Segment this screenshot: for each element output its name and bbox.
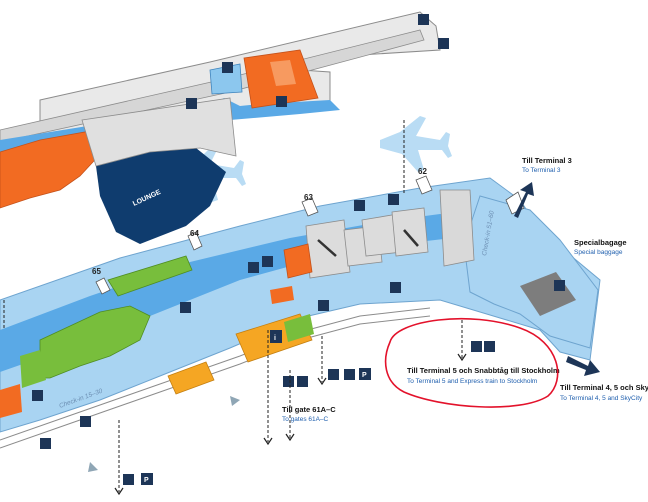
destination-gates-61: Till gate 61A–C To gates 61A–C bbox=[282, 405, 336, 423]
parking-icon: P bbox=[141, 473, 153, 485]
gate-65-label: 65 bbox=[92, 267, 101, 276]
toilet-icon bbox=[40, 438, 51, 449]
lounge-zone: LOUNGE bbox=[96, 148, 226, 244]
elevator-icon bbox=[390, 282, 401, 293]
svg-text:Till gate 61A–C: Till gate 61A–C bbox=[282, 405, 336, 414]
svg-text:P: P bbox=[144, 477, 149, 484]
upper-orange-zone-left bbox=[0, 129, 105, 209]
lower-left-orange bbox=[0, 384, 22, 418]
train-icon bbox=[471, 341, 482, 352]
gate-62-label: 62 bbox=[418, 167, 427, 176]
parking-icon: P bbox=[359, 368, 371, 380]
elevator-icon bbox=[484, 341, 495, 352]
toilet-icon bbox=[388, 194, 399, 205]
upper-orange-zone-right bbox=[243, 49, 319, 109]
elevator-icon bbox=[418, 14, 429, 25]
svg-text:Special baggage: Special baggage bbox=[574, 249, 623, 256]
svg-text:P: P bbox=[362, 372, 367, 379]
down-arrow-icon bbox=[114, 353, 467, 496]
green-zone-small bbox=[107, 255, 193, 297]
destination-special-baggage: Specialbagage Special baggage bbox=[574, 238, 627, 256]
elevator-icon bbox=[248, 262, 259, 273]
escalator-icon bbox=[344, 369, 355, 380]
mid-gray-walls bbox=[81, 97, 237, 167]
yellow-zone-left bbox=[167, 361, 215, 395]
elevator-icon bbox=[123, 474, 134, 485]
svg-text:Till Terminal 4, 5 och SkyCity: Till Terminal 4, 5 och SkyCity bbox=[560, 383, 648, 392]
svg-text:i: i bbox=[274, 335, 276, 342]
toilet-icon bbox=[186, 98, 197, 109]
gray-arrow-icon bbox=[88, 396, 240, 472]
mid-orange-zone bbox=[270, 243, 313, 304]
svg-text:To Terminal 3: To Terminal 3 bbox=[522, 167, 561, 174]
gate-64-label: 64 bbox=[190, 229, 199, 238]
gate-63-label: 63 bbox=[304, 193, 313, 202]
toilet-icon bbox=[283, 376, 294, 387]
annotation-ellipse bbox=[384, 317, 559, 408]
baggage-belt bbox=[317, 229, 419, 257]
toilet-icon bbox=[32, 390, 43, 401]
dashed-connectors bbox=[3, 120, 463, 492]
destination-terminal4-skycity: Till Terminal 4, 5 och SkyCity To Termin… bbox=[560, 383, 648, 402]
destination-terminal3: Till Terminal 3 To Terminal 3 bbox=[522, 156, 572, 174]
elevator-icon bbox=[222, 62, 233, 73]
toilet-icon bbox=[80, 416, 91, 427]
toilet-icon bbox=[276, 96, 287, 107]
arrow-terminal3-icon bbox=[514, 182, 534, 218]
svg-text:Till Terminal 5 och Snabbtåg t: Till Terminal 5 och Snabbtåg till Stockh… bbox=[407, 366, 560, 375]
svg-text:To gates 61A–C: To gates 61A–C bbox=[282, 416, 329, 423]
svg-text:To Terminal 4, 5 and SkyCity: To Terminal 4, 5 and SkyCity bbox=[560, 395, 643, 402]
toilet-icon bbox=[262, 256, 273, 267]
green-zone-lower bbox=[284, 314, 314, 342]
svg-text:To Terminal 5 and Express trai: To Terminal 5 and Express train to Stock… bbox=[407, 378, 537, 385]
luggage-icon bbox=[554, 280, 565, 291]
toilet-icon bbox=[318, 300, 329, 311]
escalator-icon bbox=[180, 302, 191, 313]
elevator-icon bbox=[328, 369, 339, 380]
svg-text:Till Terminal 3: Till Terminal 3 bbox=[522, 156, 572, 165]
elevator-icon bbox=[438, 38, 449, 49]
arrow-terminal4-icon bbox=[566, 356, 600, 376]
toilet-icon bbox=[297, 376, 308, 387]
elevator-icon bbox=[354, 200, 365, 211]
green-zone-large bbox=[20, 305, 151, 388]
info-icon: i bbox=[270, 330, 282, 343]
destination-terminal5-train: Till Terminal 5 och Snabbtåg till Stockh… bbox=[407, 366, 560, 385]
svg-text:Specialbagage: Specialbagage bbox=[574, 238, 627, 247]
airplane-icon bbox=[380, 116, 452, 172]
